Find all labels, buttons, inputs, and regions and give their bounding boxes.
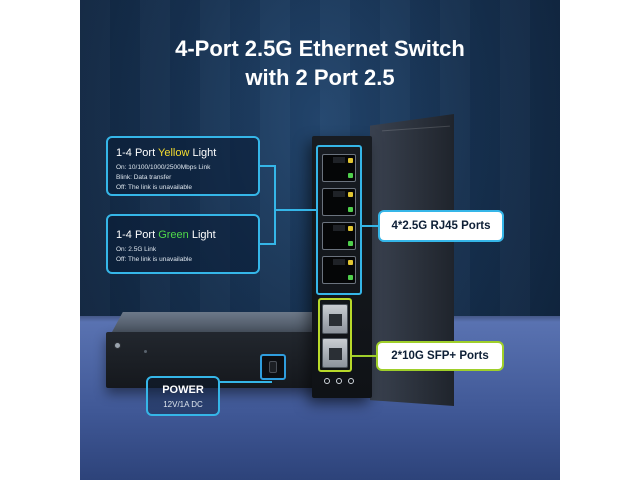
green-light-callout: 1-4 Port Green Light On: 2.5G Link Off: … (106, 214, 260, 274)
screw-icon (114, 342, 121, 349)
green-led-icon (348, 241, 353, 246)
headline-line-2: with 2 Port 2.5 (245, 65, 395, 90)
yellow-light-heading: 1-4 Port Yellow Light (116, 147, 216, 159)
reset-button-icon (324, 378, 330, 384)
sfp-slot (329, 314, 342, 326)
rj45-port-2 (322, 188, 356, 216)
port-latch (333, 225, 345, 231)
green-light-line-1: On: 2.5G Link (116, 246, 157, 253)
connector-line (274, 165, 276, 209)
headline-line-1: 4-Port 2.5G Ethernet Switch (175, 36, 465, 61)
connector-line (352, 355, 376, 357)
sfp-ports-callout: 2*10G SFP+ Ports (376, 341, 504, 371)
yellow-light-line-2: Blink: Data transfer (116, 174, 172, 181)
connector-line (362, 225, 378, 227)
indicator-dot (144, 350, 147, 353)
rj45-ports-callout: 4*2.5G RJ45 Ports (378, 210, 504, 242)
heading-highlight-green: Green (158, 229, 189, 241)
yellow-led-icon (348, 260, 353, 265)
connector-line (260, 243, 274, 245)
connector-line (220, 381, 272, 383)
rj45-port-1 (322, 154, 356, 182)
port-latch (333, 259, 345, 265)
dc-power-jack (260, 354, 286, 380)
connector-line (274, 209, 318, 211)
port-latch (333, 191, 345, 197)
yellow-led-icon (348, 192, 353, 197)
rj45-port-4 (322, 256, 356, 284)
power-callout: POWER 12V/1A DC (146, 376, 220, 416)
green-led-icon (348, 275, 353, 280)
headline: 4-Port 2.5G Ethernet Switch with 2 Port … (80, 34, 560, 92)
sfp-ports-label: 2*10G SFP+ Ports (391, 350, 489, 362)
yellow-light-line-1: On: 10/100/1000/2500Mbps Link (116, 164, 211, 171)
green-light-line-2: Off: The link is unavailable (116, 256, 192, 263)
mode-button-icon (336, 378, 342, 384)
heading-highlight-yellow: Yellow (158, 147, 190, 159)
heading-prefix: 1-4 Port (116, 229, 159, 241)
yellow-led-icon (348, 226, 353, 231)
heading-suffix: Light (189, 147, 217, 159)
yellow-led-icon (348, 158, 353, 163)
green-light-heading: 1-4 Port Green Light (116, 229, 216, 241)
rj45-port-group (316, 145, 362, 295)
power-label: POWER (162, 384, 204, 396)
connector-line (260, 165, 274, 167)
heading-suffix: Light (188, 229, 216, 241)
connector-line (274, 209, 276, 245)
port-latch (333, 157, 345, 163)
yellow-light-line-3: Off: The link is unavailable (116, 184, 192, 191)
sfp-port-group (318, 298, 352, 372)
yellow-light-callout: 1-4 Port Yellow Light On: 10/100/1000/25… (106, 136, 260, 196)
product-image: 4-Port 2.5G Ethernet Switch with 2 Port … (80, 0, 560, 480)
rj45-ports-label: 4*2.5G RJ45 Ports (391, 220, 491, 232)
power-rating: 12V/1A DC (163, 400, 203, 409)
sfp-slot (329, 348, 342, 360)
green-led-icon (348, 207, 353, 212)
rj45-port-3 (322, 222, 356, 250)
sfp-port-1 (322, 304, 348, 334)
sfp-port-2 (322, 338, 348, 368)
dc-jack-socket (269, 361, 277, 373)
status-led-icon (348, 378, 354, 384)
green-led-icon (348, 173, 353, 178)
heading-prefix: 1-4 Port (116, 147, 158, 159)
